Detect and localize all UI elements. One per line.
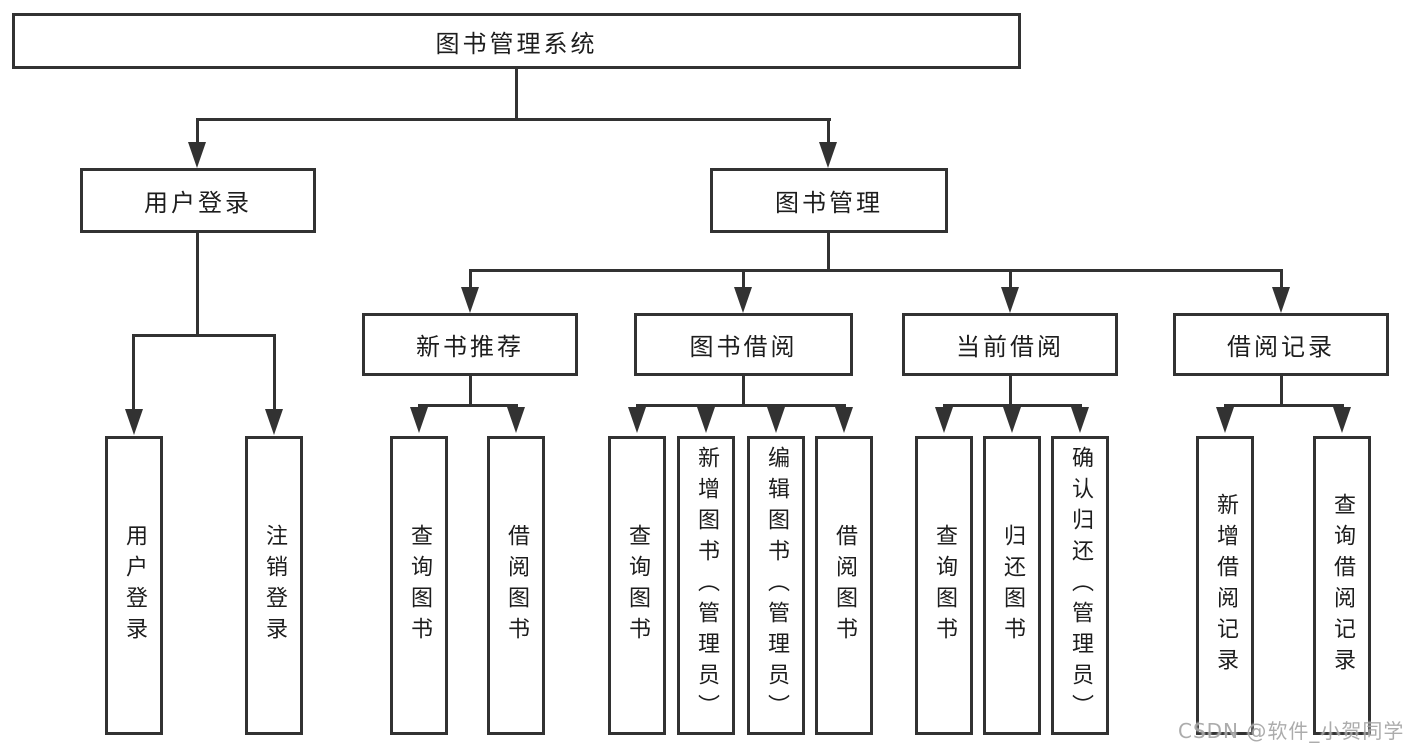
connector-user-login-trunk bbox=[196, 232, 199, 337]
leaf-return-books: 归还图书 bbox=[983, 436, 1041, 735]
leaf-label: 归还图书 bbox=[1000, 523, 1025, 648]
arrow-down-icon bbox=[819, 142, 837, 168]
connector-stub bbox=[1009, 269, 1012, 289]
leaf-label: 新增图书（管理员） bbox=[694, 446, 719, 725]
arrow-down-icon bbox=[188, 142, 206, 168]
arrow-down-icon bbox=[1003, 407, 1021, 433]
arrow-down-icon bbox=[1071, 407, 1089, 433]
node-book-borrow-label: 图书借阅 bbox=[689, 333, 798, 361]
leaf-label: 查询借阅记录 bbox=[1330, 492, 1355, 679]
arrow-down-icon bbox=[734, 287, 752, 313]
arrow-down-icon bbox=[1333, 407, 1351, 433]
connector-group-rail bbox=[943, 404, 1082, 407]
csdn-watermark: CSDN @软件_小贺同学 bbox=[1178, 719, 1405, 743]
leaf-label: 确认归还（管理员） bbox=[1068, 446, 1093, 725]
leaf-query-books-recommend: 查询图书 bbox=[390, 436, 448, 735]
leaf-label: 查询图书 bbox=[625, 523, 650, 648]
connector-stub bbox=[1280, 269, 1283, 289]
connector-group-trunk bbox=[469, 376, 472, 407]
leaf-query-books-current: 查询图书 bbox=[915, 436, 973, 735]
leaf-confirm-return-admin: 确认归还（管理员） bbox=[1051, 436, 1109, 735]
node-root-label: 图书管理系统 bbox=[435, 29, 598, 58]
arrow-down-icon bbox=[935, 407, 953, 433]
node-borrow-records: 借阅记录 bbox=[1173, 313, 1389, 376]
arrow-down-icon bbox=[835, 407, 853, 433]
connector-stub bbox=[827, 118, 830, 144]
leaf-borrow-books: 借阅图书 bbox=[815, 436, 873, 735]
leaf-add-books-admin: 新增图书（管理员） bbox=[677, 436, 735, 735]
arrow-down-icon bbox=[767, 407, 785, 433]
leaf-query-books-borrow: 查询图书 bbox=[608, 436, 666, 735]
connector-stub bbox=[196, 118, 199, 144]
connector-stub bbox=[742, 269, 745, 289]
connector-stub bbox=[273, 334, 276, 410]
arrow-down-icon bbox=[1272, 287, 1290, 313]
arrow-down-icon bbox=[265, 409, 283, 435]
arrow-down-icon bbox=[507, 407, 525, 433]
connector-group-trunk bbox=[1009, 376, 1012, 407]
leaf-label: 借阅图书 bbox=[832, 523, 857, 648]
leaf-label: 编辑图书（管理员） bbox=[764, 446, 789, 725]
connector-group-rail bbox=[1224, 404, 1344, 407]
node-new-book-recommend: 新书推荐 bbox=[362, 313, 578, 376]
node-user-login: 用户登录 bbox=[80, 168, 316, 233]
node-new-book-recommend-label: 新书推荐 bbox=[416, 333, 524, 361]
arrow-down-icon bbox=[1001, 287, 1019, 313]
arrow-down-icon bbox=[125, 409, 143, 435]
leaf-logout: 注销登录 bbox=[245, 436, 303, 735]
leaf-edit-books-admin: 编辑图书（管理员） bbox=[747, 436, 805, 735]
node-book-management: 图书管理 bbox=[710, 168, 948, 233]
connector-stub bbox=[469, 269, 472, 289]
node-current-borrow-label: 当前借阅 bbox=[956, 333, 1064, 361]
leaf-label: 注销登录 bbox=[262, 523, 287, 648]
connector-level3-rail bbox=[469, 269, 1283, 272]
arrow-down-icon bbox=[628, 407, 646, 433]
connector-user-login-rail bbox=[132, 334, 276, 337]
arrow-down-icon bbox=[1216, 407, 1234, 433]
connector-group-rail bbox=[418, 404, 518, 407]
node-book-borrow: 图书借阅 bbox=[634, 313, 853, 376]
arrow-down-icon bbox=[461, 287, 479, 313]
connector-stub bbox=[132, 334, 135, 410]
node-root: 图书管理系统 bbox=[12, 13, 1021, 69]
arrow-down-icon bbox=[410, 407, 428, 433]
connector-root-trunk bbox=[515, 68, 518, 121]
node-borrow-records-label: 借阅记录 bbox=[1227, 333, 1335, 361]
arrow-down-icon bbox=[697, 407, 715, 433]
leaf-label: 新增借阅记录 bbox=[1213, 492, 1238, 679]
connector-group-trunk bbox=[1280, 376, 1283, 407]
leaf-label: 查询图书 bbox=[932, 523, 957, 648]
node-current-borrow: 当前借阅 bbox=[902, 313, 1118, 376]
connector-group-trunk bbox=[742, 376, 745, 407]
node-book-management-label: 图书管理 bbox=[775, 189, 883, 217]
leaf-borrow-books-recommend: 借阅图书 bbox=[487, 436, 545, 735]
connector-level2-rail bbox=[196, 118, 831, 121]
leaf-label: 用户登录 bbox=[122, 523, 147, 648]
leaf-add-borrow-record: 新增借阅记录 bbox=[1196, 436, 1254, 735]
connector-group-rail bbox=[636, 404, 846, 407]
node-user-login-label: 用户登录 bbox=[144, 189, 252, 217]
connector-book-mgmt-trunk bbox=[827, 232, 830, 272]
leaf-label: 查询图书 bbox=[407, 523, 432, 648]
leaf-user-login: 用户登录 bbox=[105, 436, 163, 735]
leaf-label: 借阅图书 bbox=[504, 523, 529, 648]
leaf-query-borrow-record: 查询借阅记录 bbox=[1313, 436, 1371, 735]
